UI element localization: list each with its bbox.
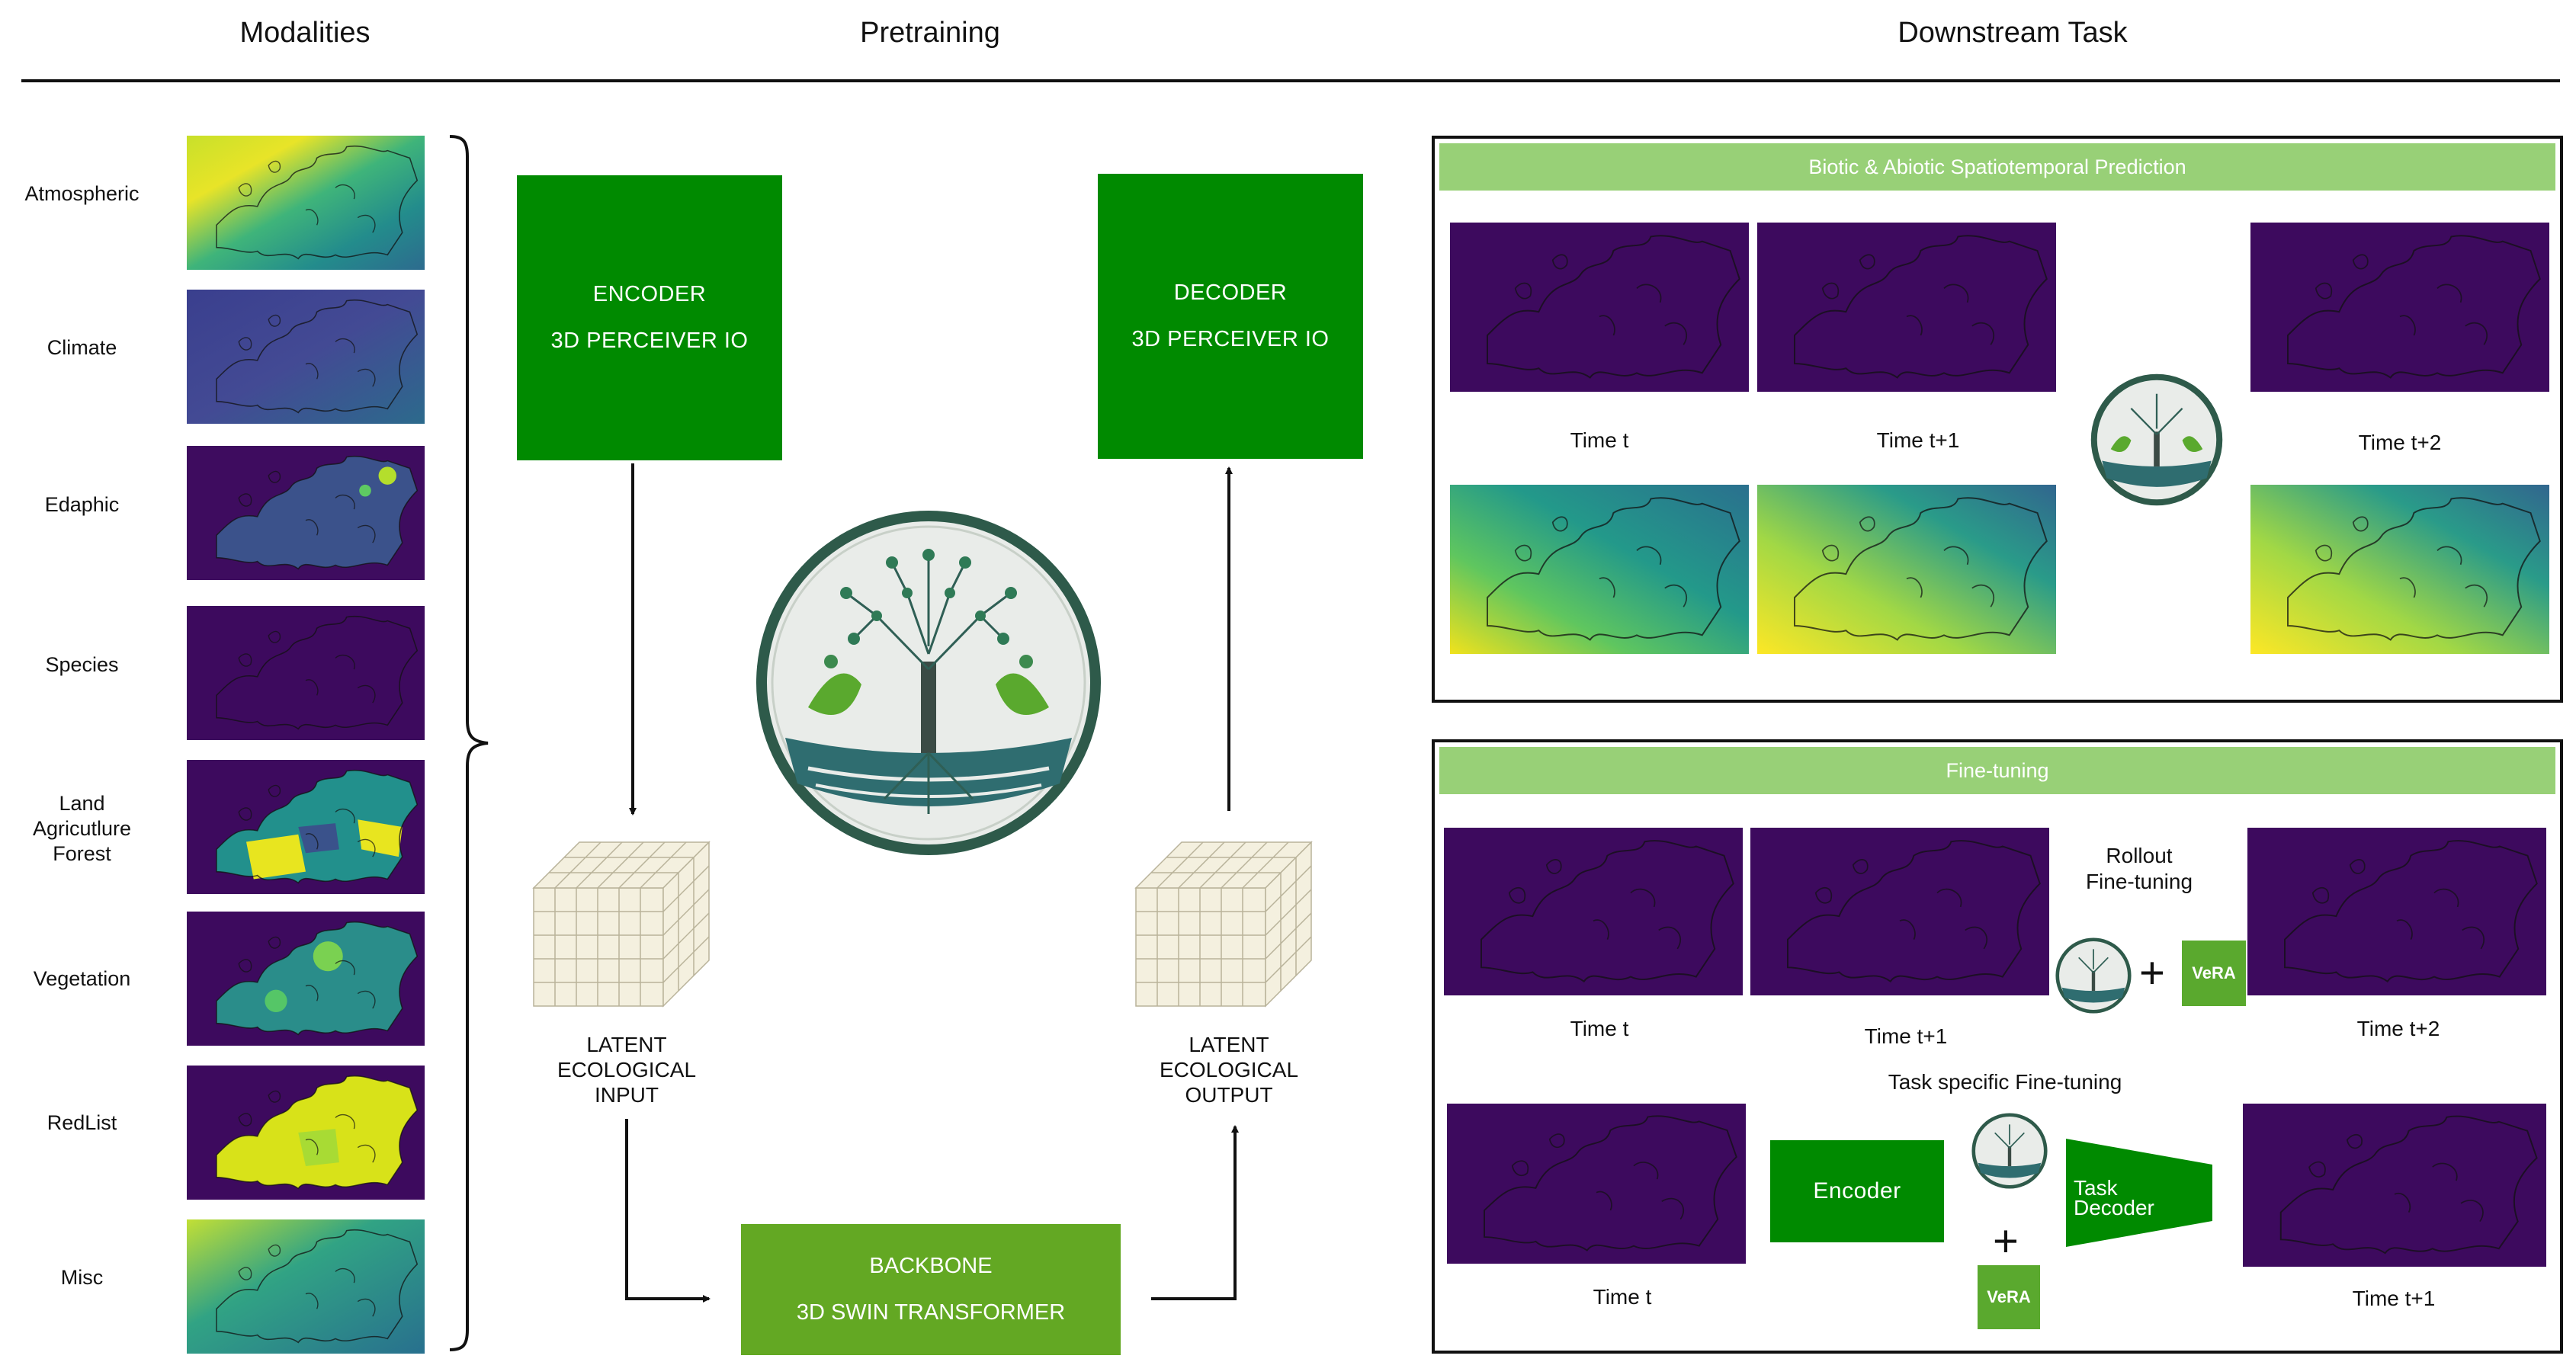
pred-label-time-t: Time t [1570, 428, 1629, 452]
modality-label-atmospheric: Atmospheric [24, 182, 140, 205]
pred-map-t2-top [2250, 223, 2549, 392]
pred-map-t2-bottom [2250, 485, 2549, 654]
pred-map-t1-bottom [1757, 485, 2056, 654]
tree-logo [756, 511, 1101, 855]
thumb-edaphic [187, 446, 425, 580]
pred-map-t1-top [1757, 223, 2056, 392]
ft-label-time-t: Time t [1570, 1017, 1629, 1040]
rollout-label: Rollout Fine-tuning [2085, 844, 2193, 893]
thumb-misc [187, 1219, 425, 1354]
ts-encoder-label: Encoder [1813, 1178, 1901, 1203]
backbone-title: BACKBONE [869, 1254, 993, 1278]
downstream-header: Downstream Task [1898, 17, 2128, 49]
ft-map-t2 [2247, 828, 2546, 995]
ft-label-time-t2: Time t+2 [2356, 1017, 2440, 1040]
modality-label-species: Species [45, 653, 119, 676]
modality-label-vegetation: Vegetation [33, 967, 131, 990]
backbone-subtitle: 3D SWIN TRANSFORMER [796, 1300, 1066, 1325]
modality-label-land: Land Agricutlure Forest [32, 792, 132, 865]
decoder-subtitle: 3D PERCEIVER IO [1131, 327, 1330, 351]
ts-map-t1 [2243, 1104, 2546, 1267]
finetuning-title: Fine-tuning [1439, 747, 2555, 794]
pretraining-header: Pretraining [860, 17, 1000, 49]
encoder-subtitle: 3D PERCEIVER IO [550, 328, 749, 353]
thumb-climate [187, 290, 425, 424]
modalities-header: Modalities [239, 17, 371, 49]
ft-map-t [1444, 828, 1743, 995]
rollout-plus: + [2139, 948, 2165, 998]
ts-vera: VeRA [1978, 1265, 2040, 1329]
rollout-logo [2055, 937, 2132, 1014]
thumb-species [187, 606, 425, 740]
modality-label-misc: Misc [60, 1266, 104, 1289]
encoder-title: ENCODER [592, 282, 707, 306]
ft-map-t1 [1750, 828, 2049, 995]
ts-map-t [1447, 1104, 1746, 1264]
thumb-atmospheric [187, 136, 425, 270]
latent-output-cube [1134, 841, 1313, 1008]
pred-map-t-top [1450, 223, 1749, 392]
header-divider [21, 79, 2560, 82]
ts-label-time-t: Time t [1593, 1285, 1652, 1309]
prediction-logo [2090, 373, 2223, 506]
backbone-box: BACKBONE 3D SWIN TRANSFORMER [741, 1224, 1121, 1355]
thumb-land [187, 760, 425, 894]
ft-label-time-t1: Time t+1 [1864, 1024, 1948, 1048]
decoder-title: DECODER [1173, 280, 1288, 305]
ts-label-time-t1: Time t+1 [2352, 1287, 2436, 1310]
latent-input-label: LATENT ECOLOGICAL INPUT [557, 1033, 697, 1107]
ts-logo [1971, 1113, 2048, 1189]
decoder-box: DECODER 3D PERCEIVER IO [1098, 174, 1363, 459]
encoder-box: ENCODER 3D PERCEIVER IO [517, 175, 782, 460]
pred-label-time-t2: Time t+2 [2358, 431, 2442, 454]
modality-label-climate: Climate [47, 336, 117, 359]
pred-map-t-bottom [1450, 485, 1749, 654]
thumb-vegetation [187, 912, 425, 1046]
latent-output-label: LATENT ECOLOGICAL OUTPUT [1159, 1033, 1299, 1107]
prediction-title: Biotic & Abiotic Spatiotemporal Predicti… [1439, 143, 2555, 191]
task-decoder-label: Task Decoder [2074, 1176, 2154, 1219]
ts-plus: + [1993, 1216, 2019, 1266]
modality-label-edaphic: Edaphic [44, 493, 120, 516]
task-decoder-shape [2066, 1139, 2212, 1247]
task-specific-label: Task specific Fine-tuning [1888, 1070, 2122, 1094]
latent-input-cube [532, 841, 711, 1008]
pred-label-time-t1: Time t+1 [1876, 428, 1960, 452]
ts-encoder-box: Encoder [1770, 1140, 1944, 1242]
thumb-redlist [187, 1066, 425, 1200]
rollout-vera: VeRA [2182, 941, 2246, 1006]
modalities-brace [449, 135, 489, 1351]
modality-label-redlist: RedList [47, 1111, 117, 1134]
